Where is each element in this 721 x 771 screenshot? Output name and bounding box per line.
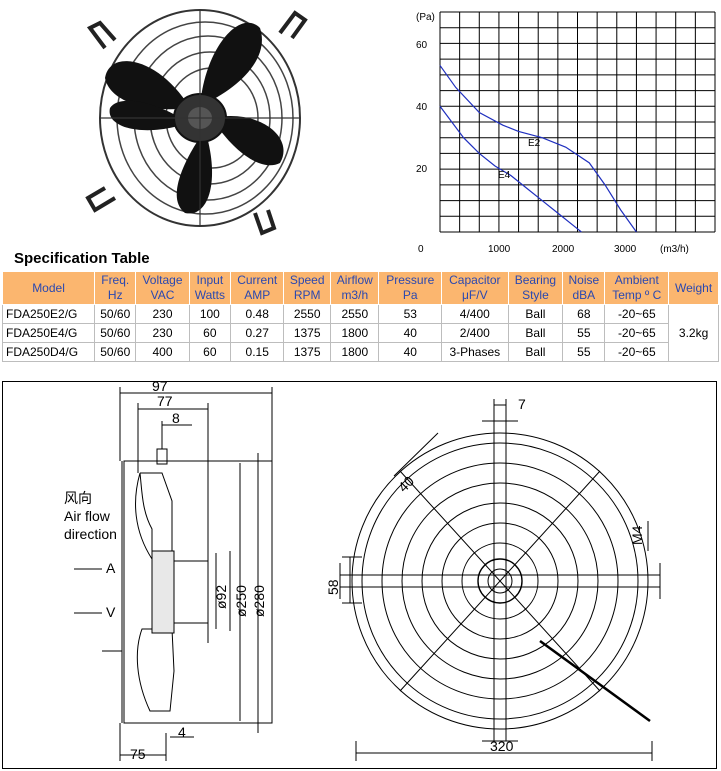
table-cell: 0.15 bbox=[230, 342, 285, 362]
header-cell: Weight bbox=[668, 271, 719, 305]
weight-cell: 3.2kg bbox=[668, 304, 719, 362]
dim-d92: ø92 bbox=[213, 585, 229, 609]
table-cell: 55 bbox=[562, 323, 606, 343]
x-tick-label: 2000 bbox=[552, 244, 575, 255]
dim-97: 97 bbox=[152, 381, 168, 394]
x-tick-label: 0 bbox=[418, 244, 424, 255]
table-cell: Ball bbox=[507, 342, 564, 362]
series-label-e2: E2 bbox=[528, 138, 541, 149]
performance-curve-chart: (Pa) (m3/h) 60 40 20 0 1000 2000 3000 E2… bbox=[416, 11, 716, 255]
chart-series bbox=[439, 65, 637, 233]
table-cell: 230 bbox=[135, 304, 190, 324]
dim-d250: ø250 bbox=[233, 585, 249, 617]
table-cell: -20~65 bbox=[604, 342, 670, 362]
drawing-frame bbox=[2, 381, 717, 769]
table-cell: 60 bbox=[188, 323, 232, 343]
table-cell: 1375 bbox=[283, 342, 332, 362]
dim-4: 4 bbox=[178, 724, 186, 740]
table-cell: 55 bbox=[562, 342, 606, 362]
dim-77: 77 bbox=[157, 393, 173, 409]
airflow-label-1: Air flow bbox=[64, 508, 111, 524]
series-label-e4: E4 bbox=[498, 170, 511, 181]
table-cell: 1800 bbox=[330, 323, 380, 343]
table-cell: 3-Phases bbox=[441, 342, 509, 362]
table-cell: 60 bbox=[188, 342, 232, 362]
series-line-e2 bbox=[439, 65, 637, 233]
table-cell: 2/400 bbox=[441, 323, 509, 343]
table-cell: 4/400 bbox=[441, 304, 509, 324]
x-tick-label: 3000 bbox=[614, 244, 637, 255]
arrow-label-v: V bbox=[106, 604, 116, 620]
dim-58: 58 bbox=[325, 579, 341, 595]
table-cell: 50/60 bbox=[94, 342, 137, 362]
y-unit-label: (Pa) bbox=[416, 12, 435, 23]
header-cell: Model bbox=[1, 271, 96, 305]
table-cell: 400 bbox=[135, 342, 190, 362]
table-cell: 50/60 bbox=[94, 323, 137, 343]
airflow-label-cn: 风向 bbox=[64, 490, 92, 506]
table-cell: 0.48 bbox=[230, 304, 285, 324]
dim-d280: ø280 bbox=[251, 585, 267, 617]
dim-40: 40 bbox=[395, 473, 417, 495]
table-cell: -20~65 bbox=[604, 323, 670, 343]
x-unit-label: (m3/h) bbox=[660, 244, 689, 255]
x-tick-label: 1000 bbox=[488, 244, 511, 255]
table-cell: 40 bbox=[378, 323, 443, 343]
table-cell: FDA250D4/G bbox=[1, 342, 96, 362]
table-cell: 0.27 bbox=[230, 323, 285, 343]
table-cell: 100 bbox=[188, 304, 232, 324]
table-cell: Ball bbox=[507, 304, 564, 324]
arrow-label-a: A bbox=[106, 560, 116, 576]
table-cell: FDA250E4/G bbox=[1, 323, 96, 343]
table-cell: 68 bbox=[562, 304, 606, 324]
table-cell: -20~65 bbox=[604, 304, 670, 324]
table-cell: 1800 bbox=[330, 342, 380, 362]
table-cell: 53 bbox=[378, 304, 443, 324]
table-cell: 1375 bbox=[283, 323, 332, 343]
table-cell: 50/60 bbox=[94, 304, 137, 324]
airflow-label-2: direction bbox=[64, 526, 117, 542]
dim-320: 320 bbox=[490, 738, 514, 754]
spec-table-title: Specification Table bbox=[14, 250, 150, 267]
front-guard-outer bbox=[351, 432, 649, 730]
series-line-e4 bbox=[439, 105, 582, 233]
table-cell: FDA250E2/G bbox=[1, 304, 96, 324]
dim-m4: M4 bbox=[629, 525, 645, 545]
table-cell: 2550 bbox=[330, 304, 380, 324]
table-cell: 230 bbox=[135, 323, 190, 343]
dim-75: 75 bbox=[130, 746, 146, 762]
technical-drawing: 97 77 8 ø92 ø250 ø280 75 4 风向 Air flow d… bbox=[64, 381, 661, 762]
table-cell: 2550 bbox=[283, 304, 332, 324]
table-cell: Ball bbox=[507, 323, 564, 343]
header-cell: Freq.Hz bbox=[94, 271, 137, 305]
y-tick-label: 40 bbox=[416, 102, 428, 113]
side-guard-outline bbox=[123, 460, 273, 724]
dim-8: 8 bbox=[172, 410, 180, 426]
dim-7: 7 bbox=[518, 396, 526, 412]
fan-photo bbox=[85, 9, 308, 236]
y-tick-label: 20 bbox=[416, 164, 428, 175]
y-tick-label: 60 bbox=[416, 40, 428, 51]
chart-grid bbox=[439, 11, 716, 233]
table-cell: 40 bbox=[378, 342, 443, 362]
